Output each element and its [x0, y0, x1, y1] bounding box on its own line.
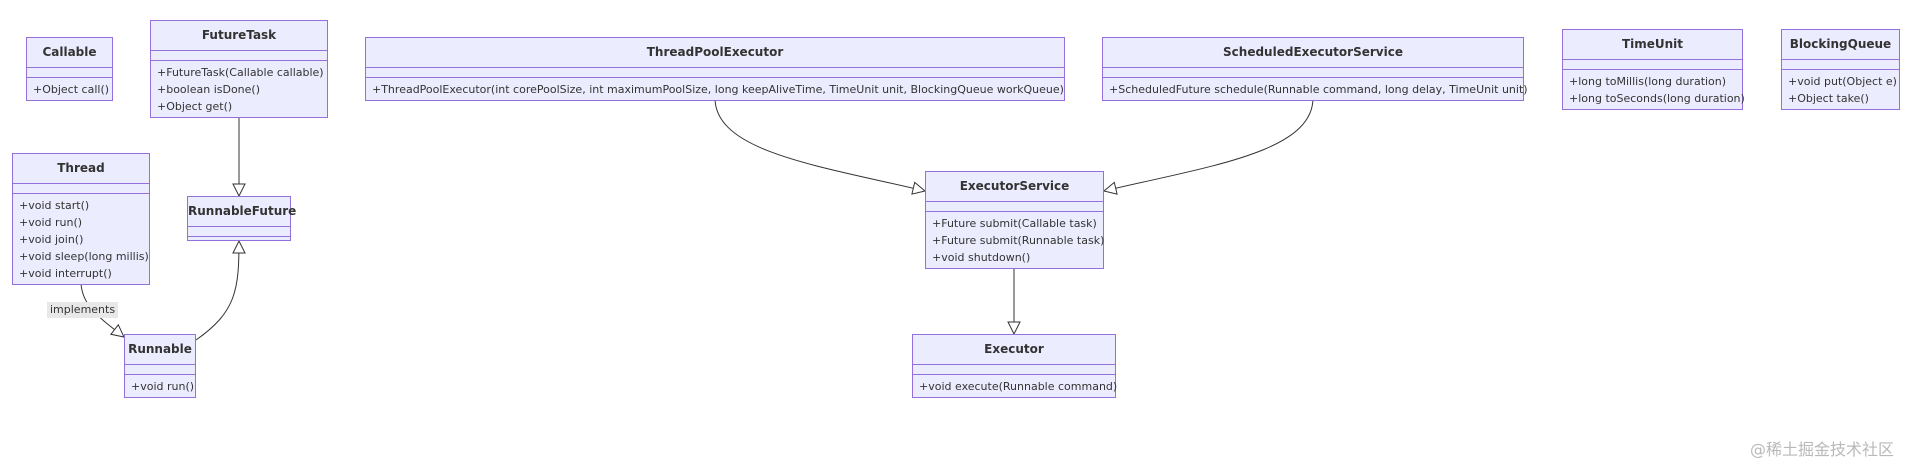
- methods-section: +ThreadPoolExecutor(int corePoolSize, in…: [366, 78, 1064, 100]
- method: +boolean isDone(): [157, 83, 261, 96]
- class-name: FutureTask: [151, 21, 327, 51]
- attributes-section: [1103, 68, 1523, 78]
- class-executor[interactable]: Executor +void execute(Runnable command): [912, 334, 1118, 398]
- watermark: @稀土掘金技术社区: [1749, 440, 1894, 459]
- method: +void sleep(long millis): [19, 250, 149, 263]
- class-name: ScheduledExecutorService: [1103, 38, 1523, 68]
- method: +void execute(Runnable command): [919, 380, 1118, 393]
- methods-section: +void execute(Runnable command): [913, 375, 1118, 397]
- class-callable[interactable]: Callable +Object call(): [26, 37, 113, 101]
- method: +void start(): [19, 199, 90, 212]
- methods-section: +void run(): [125, 375, 195, 397]
- class-name: Thread: [13, 154, 149, 184]
- attributes-section: [188, 227, 290, 237]
- method: +ThreadPoolExecutor(int corePoolSize, in…: [372, 83, 1064, 96]
- attributes-section: [913, 365, 1115, 375]
- edge-scheduledexecutorservice-to-executorservice: [1104, 97, 1314, 191]
- attributes-section: [366, 68, 1064, 78]
- class-runnable[interactable]: Runnable +void run(): [124, 334, 196, 398]
- attributes-section: [1782, 60, 1899, 70]
- class-name: TimeUnit: [1563, 30, 1742, 60]
- method: +void run(): [19, 216, 83, 229]
- class-timeunit[interactable]: TimeUnit +long toMillis(long duration) +…: [1562, 29, 1745, 110]
- class-name: ThreadPoolExecutor: [366, 38, 1064, 68]
- class-name: RunnableFuture: [188, 197, 296, 227]
- class-name: BlockingQueue: [1782, 30, 1899, 60]
- class-name: ExecutorService: [926, 172, 1103, 202]
- class-name: Callable: [27, 38, 112, 68]
- methods-section: +ScheduledFuture schedule(Runnable comma…: [1103, 78, 1528, 100]
- attributes-section: [13, 184, 149, 194]
- method: +Future submit(Callable task): [932, 217, 1097, 230]
- method: +long toMillis(long duration): [1569, 75, 1727, 88]
- class-name: Executor: [913, 335, 1115, 365]
- method: +Object get(): [157, 100, 233, 113]
- class-scheduledexecutorservice[interactable]: ScheduledExecutorService +ScheduledFutur…: [1102, 37, 1528, 101]
- method: +Future submit(Runnable task): [932, 234, 1105, 247]
- methods-section: +void put(Object e) +Object take(): [1782, 70, 1899, 109]
- method: +Object call(): [33, 83, 110, 96]
- method: +void put(Object e): [1788, 75, 1897, 88]
- method: +FutureTask(Callable callable): [157, 66, 324, 79]
- method: +void interrupt(): [19, 267, 112, 280]
- class-futuretask[interactable]: FutureTask +FutureTask(Callable callable…: [150, 20, 328, 118]
- attributes-section: [151, 51, 327, 61]
- methods-section: +void start() +void run() +void join() +…: [13, 194, 149, 284]
- method: +ScheduledFuture schedule(Runnable comma…: [1109, 83, 1528, 96]
- methods-section: +FutureTask(Callable callable) +boolean …: [151, 61, 327, 117]
- class-name: Runnable: [125, 335, 195, 365]
- attributes-section: [926, 202, 1103, 212]
- method: +Object take(): [1788, 92, 1869, 105]
- method: +void shutdown(): [932, 251, 1031, 264]
- attributes-section: [1563, 60, 1742, 70]
- class-thread[interactable]: Thread +void start() +void run() +void j…: [12, 153, 150, 285]
- edge-runnable-to-runnablefuture: [195, 241, 239, 341]
- method: +void join(): [19, 233, 84, 246]
- relation-label-implements: implements: [47, 302, 119, 318]
- class-runnablefuture[interactable]: RunnableFuture: [187, 196, 296, 241]
- methods-section: +Future submit(Callable task) +Future su…: [926, 212, 1105, 268]
- attributes-section: [125, 365, 195, 375]
- class-executorservice[interactable]: ExecutorService +Future submit(Callable …: [925, 171, 1104, 269]
- class-blockingqueue[interactable]: BlockingQueue +void put(Object e) +Objec…: [1781, 29, 1900, 110]
- class-threadpoolexecutor[interactable]: ThreadPoolExecutor +ThreadPoolExecutor(i…: [365, 37, 1065, 101]
- method: +long toSeconds(long duration): [1569, 92, 1745, 105]
- edge-threadpoolexecutor-to-executorservice: [714, 97, 925, 191]
- methods-section: +Object call(): [27, 78, 112, 100]
- attributes-section: [27, 68, 112, 78]
- method: +void run(): [131, 380, 195, 393]
- methods-section: +long toMillis(long duration) +long toSe…: [1563, 70, 1745, 109]
